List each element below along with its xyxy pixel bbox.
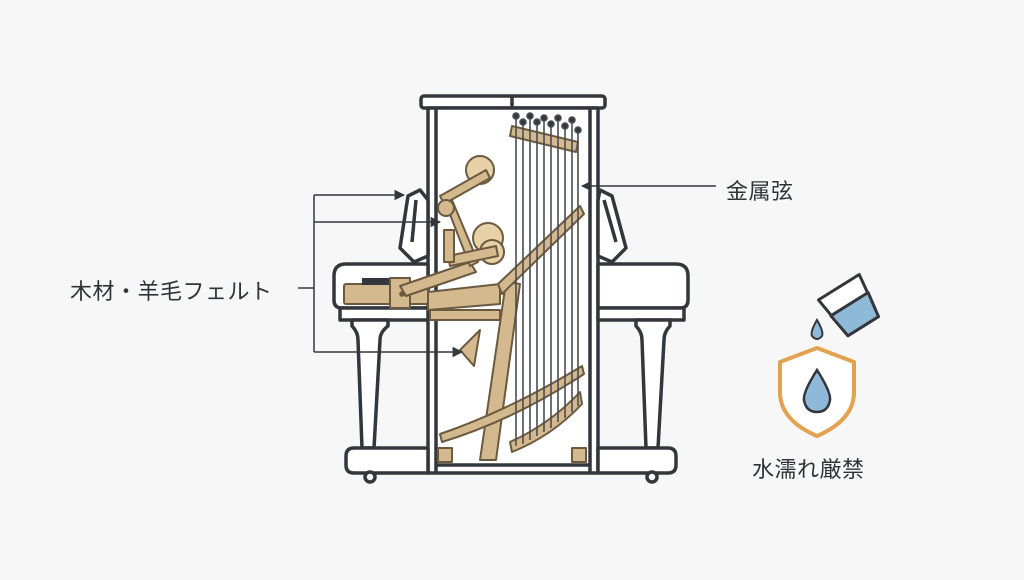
- metal-strings: [512, 112, 582, 446]
- falling-water-droplet-icon: [810, 318, 824, 340]
- wooden-action: [343, 125, 587, 463]
- tilted-glass-of-water-icon: [817, 272, 881, 338]
- metal-strings-label: 金属弦: [726, 180, 794, 205]
- no-water-label: 水濡れ厳禁: [752, 458, 865, 483]
- leader-wood-felt: [298, 189, 464, 358]
- droplet-in-shield-icon: [802, 367, 832, 414]
- wood-felt-label: 木材・羊毛フェルト: [70, 280, 273, 305]
- water-warning-icon: [778, 272, 881, 438]
